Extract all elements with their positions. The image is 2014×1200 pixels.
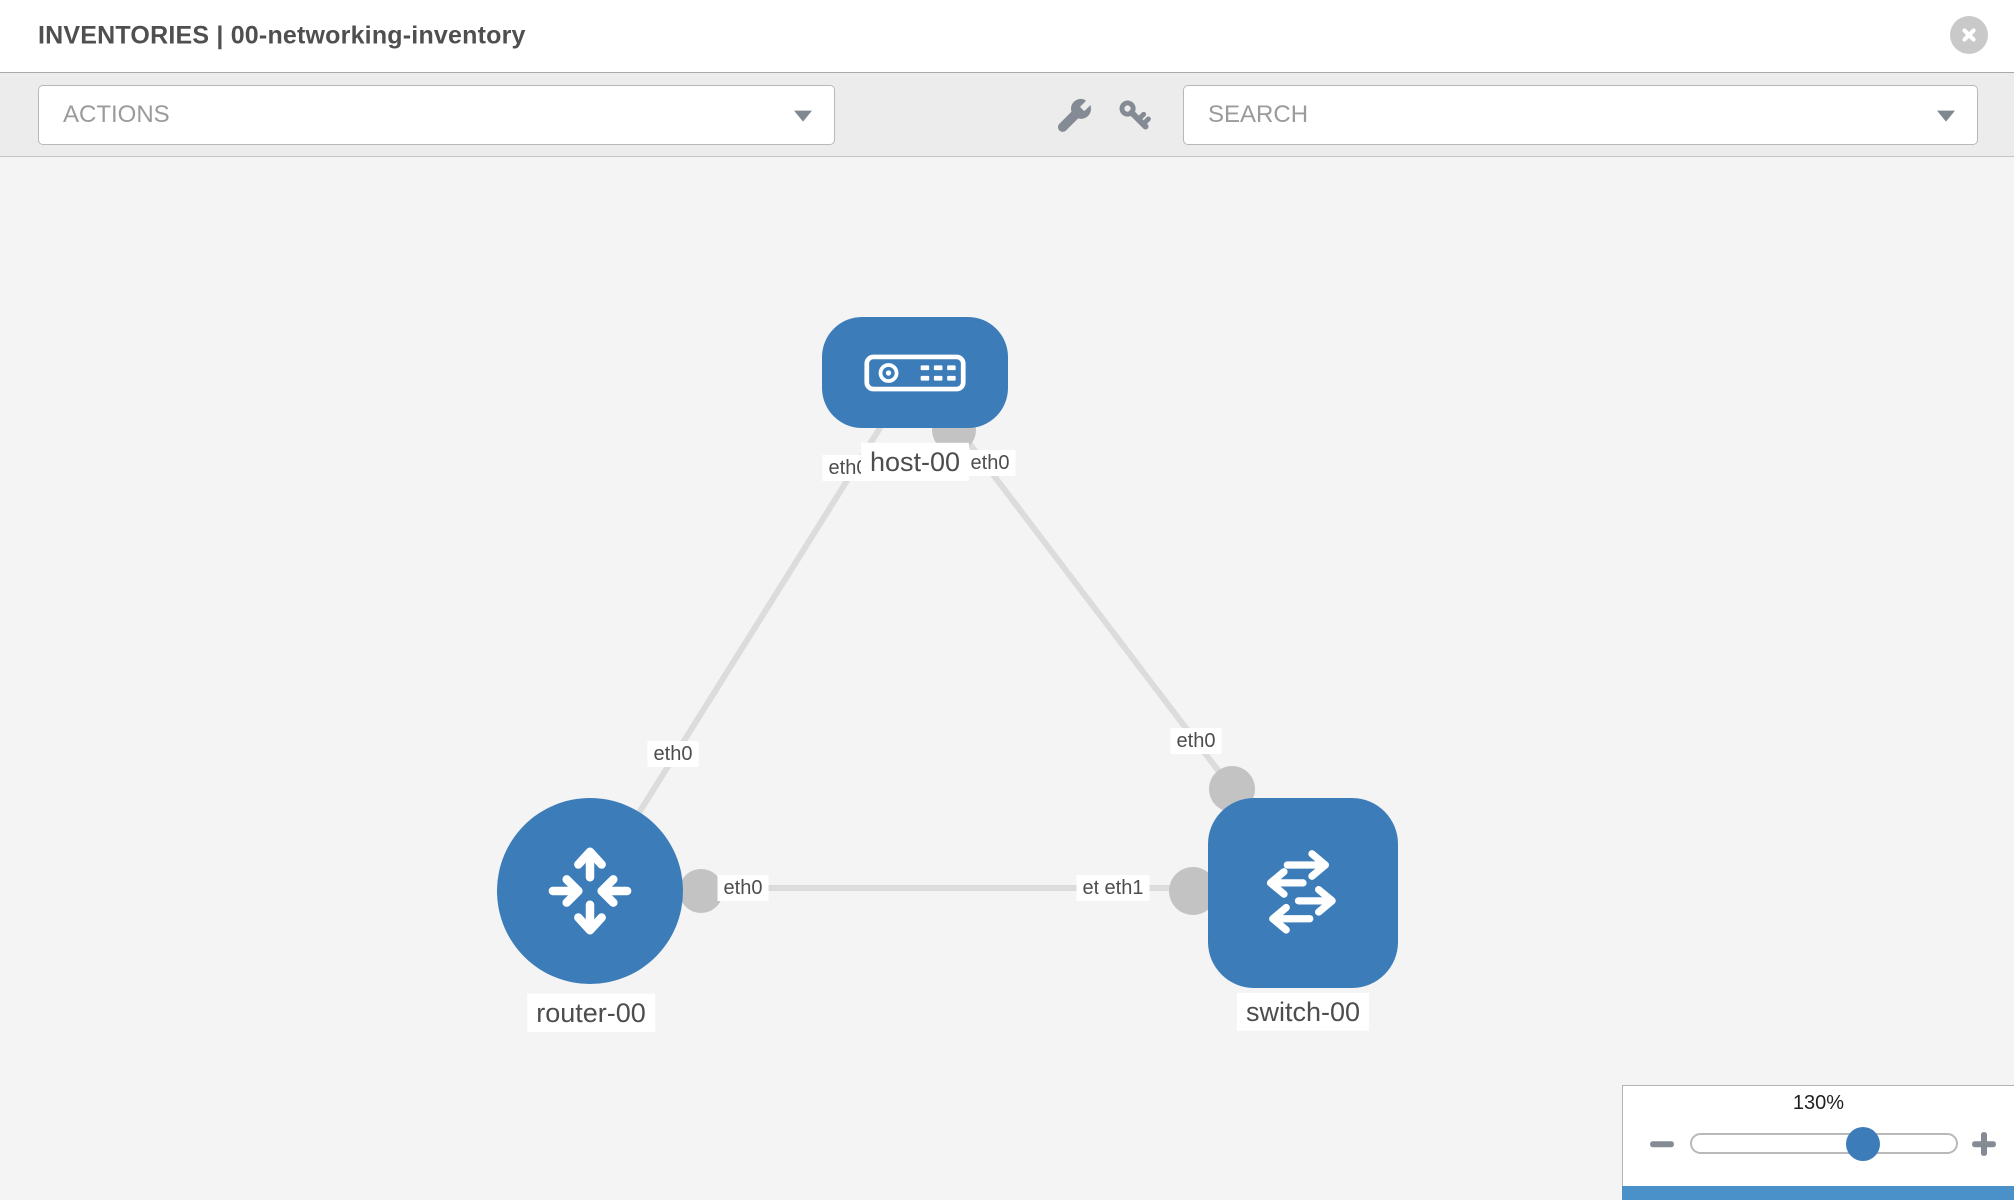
credentials-button[interactable] — [1112, 93, 1158, 139]
zoom-out-button[interactable] — [1645, 1127, 1679, 1161]
page-title: INVENTORIES | 00-networking-inventory — [38, 21, 526, 50]
tools-button[interactable] — [1052, 93, 1098, 139]
connector-switch-eth1[interactable] — [1169, 867, 1217, 915]
actions-dropdown-label: ACTIONS — [63, 101, 170, 128]
node-host[interactable] — [822, 317, 1008, 428]
actions-dropdown[interactable]: ACTIONS — [38, 85, 835, 145]
topology-canvas[interactable]: host-00 router-00 switch-00 eth0 eth0 et… — [0, 157, 2014, 1200]
zoom-in-button[interactable] — [1967, 1127, 2001, 1161]
toolbar: ACTIONS SEARCH — [0, 72, 2014, 157]
search-placeholder: SEARCH — [1208, 101, 1309, 128]
zoom-level-value: 130% — [1792, 1092, 1845, 1114]
switch-icon — [1266, 850, 1336, 934]
minus-icon — [1650, 1141, 1674, 1148]
server-icon — [864, 354, 966, 391]
close-button[interactable] — [1950, 16, 1988, 54]
chevron-down-icon — [794, 110, 812, 122]
key-icon — [1119, 100, 1151, 130]
zoom-slider-track[interactable] — [1690, 1133, 1958, 1154]
zoom-slider-thumb[interactable] — [1846, 1127, 1880, 1161]
chevron-down-icon — [1937, 110, 1955, 122]
iface-label-switch-eth1: eth1 — [1098, 875, 1150, 901]
node-label-switch: switch-00 — [1236, 992, 1370, 1032]
search-dropdown[interactable]: SEARCH — [1183, 85, 1978, 145]
node-label-host: host-00 — [860, 442, 970, 482]
zoom-control-panel: 130% — [1622, 1085, 2014, 1200]
node-router[interactable] — [497, 798, 683, 984]
router-icon — [548, 847, 632, 935]
node-label-router: router-00 — [527, 993, 655, 1033]
close-icon — [1962, 28, 1976, 42]
links-layer — [587, 370, 1260, 915]
header: INVENTORIES | 00-networking-inventory — [0, 0, 2014, 72]
wrench-icon — [1057, 98, 1092, 132]
iface-label-router-eth0: eth0 — [717, 875, 769, 901]
key-button-bar[interactable] — [1622, 1186, 2014, 1200]
connector-router-eth0[interactable] — [679, 869, 723, 913]
node-switch[interactable] — [1208, 798, 1398, 988]
iface-label-host-router: eth0 — [647, 741, 699, 767]
iface-label-host-switch: eth0 — [1170, 728, 1222, 754]
iface-label-host-right: eth0 — [964, 450, 1016, 476]
plus-icon — [1972, 1132, 1996, 1156]
